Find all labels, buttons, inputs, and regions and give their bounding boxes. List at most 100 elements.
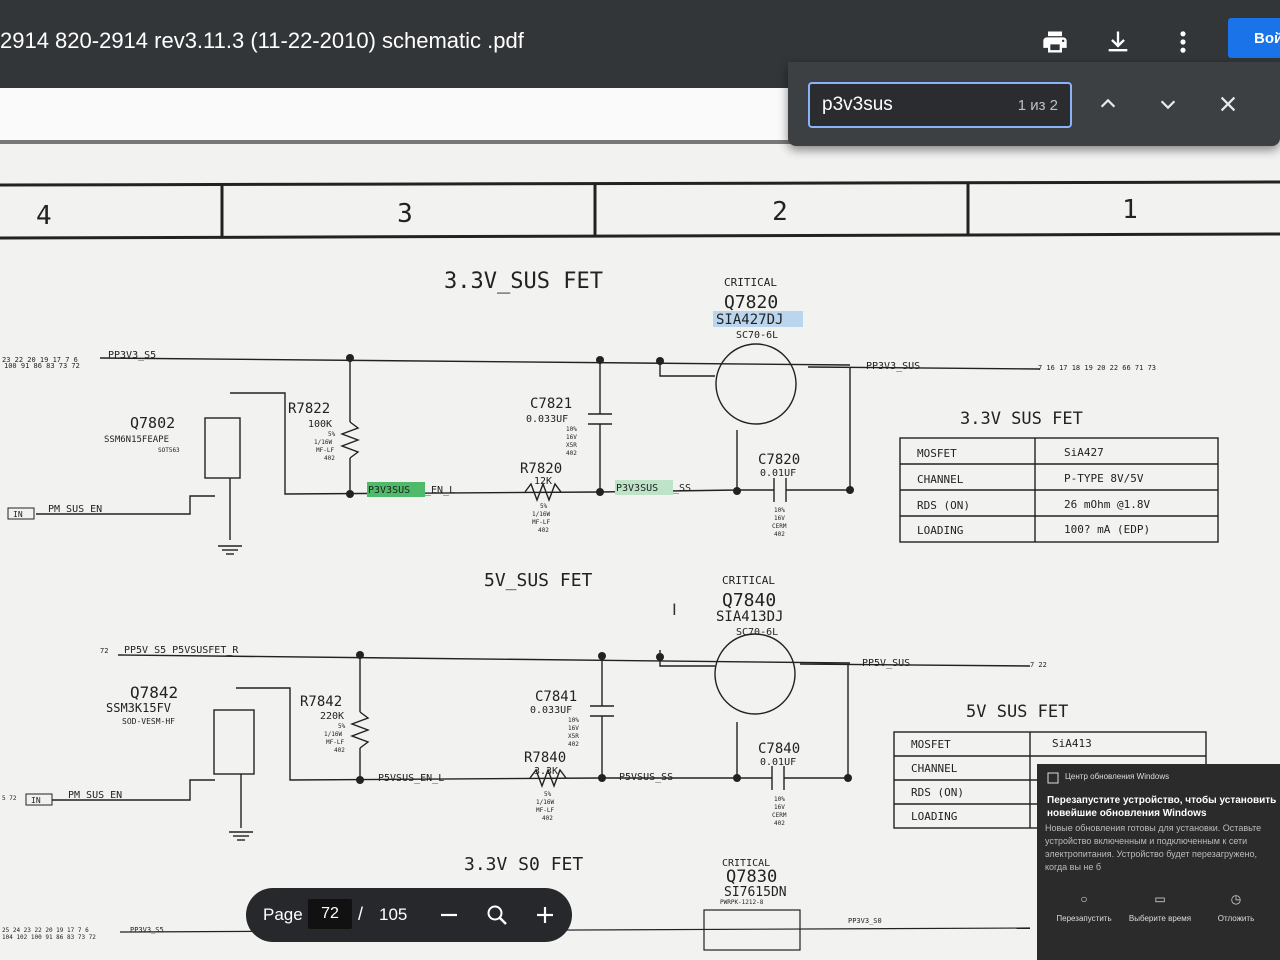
page-total: 105 [379,905,408,924]
q7820-ref: Q7820 [724,292,778,313]
table-cell: 26 mOhm @1.8V [1064,498,1150,511]
net-p5vsus-ss: P5VSUS_SS [619,772,673,783]
detail: 402 [334,747,345,754]
snooze-button[interactable]: ◷Отложить [1197,892,1275,923]
detail: 16V [774,804,785,811]
net-pp3v3-s0: PP3V3_S0 [848,917,882,925]
s0-title: 3.3V S0 FET [464,854,583,875]
net-pins: 7 16 17 18 19 20 22 66 71 73 [1038,364,1156,372]
download-icon[interactable] [1098,24,1138,60]
choose-time-label: Выберите время [1128,914,1192,923]
net-pp3v3-sus: PP3V3_SUS [866,361,920,372]
c7820-ref: C7820 [758,452,800,468]
windows-update-notification[interactable]: Центр обновления Windows Перезапустите у… [1037,764,1280,960]
r7840-ref: R7840 [524,750,566,766]
more-menu-icon[interactable] [1163,24,1203,60]
net-p3v3sus-en-suffix: _EN_L [425,485,455,496]
q7842-ref: Q7842 [130,683,178,702]
q7840-ref: Q7840 [722,590,776,611]
detail: 10% [568,717,579,724]
zoom-out-button[interactable] [434,900,464,930]
detail: CERM [772,523,787,530]
detail: X5R [566,442,577,449]
net-p3v3sus-en-highlight: P3V3SUS [368,485,410,496]
sus33-title: 3.3V_SUS FET [444,269,603,294]
notification-title: Перезапустите устройство, чтобы установи… [1047,795,1277,819]
text-cursor-icon: I [672,600,677,619]
zoom-fit-icon[interactable] [482,900,512,930]
detail: 402 [774,531,785,538]
document-title: 2914 820-2914 rev3.11.3 (11-22-2010) sch… [0,28,524,53]
q7802-part: SSM6N15FEAPE [104,435,169,445]
c7821-value: 0.033UF [526,414,568,425]
q7840-package: SC70-6L [736,627,778,638]
r7820-value: 12K [534,476,552,487]
net-pins: 23 22 20 19 17 7 6 [2,356,78,364]
page-top-strip [0,88,800,144]
zone-frame [0,180,1280,240]
detail: 402 [324,455,335,462]
restart-button[interactable]: ○Перезапустить [1045,892,1123,923]
c7841-ref: C7841 [535,689,577,705]
r7822-value: 100K [308,419,332,430]
table-cell: 100? mA (EDP) [1064,523,1150,536]
detail: 1/16W [314,439,332,446]
close-find-button[interactable] [1208,84,1248,124]
find-query: p3v3sus [822,94,893,115]
r7820-ref: R7820 [520,461,562,477]
table-cell: LOADING [911,810,957,823]
net-p3v3sus-ss-highlight: P3V3SUS [616,483,658,494]
detail: 10% [774,796,785,803]
net-pins: 25 24 23 22 20 19 17 7 6 [2,927,89,934]
detail: 16V [568,725,579,732]
sign-in-button[interactable]: Вой [1228,18,1280,58]
table-cell: LOADING [917,524,963,537]
sus5-title: 5V_SUS FET [484,570,593,591]
zone-label: 3 [397,199,413,229]
net-pins: 100 91 86 83 73 72 [4,362,80,370]
find-input[interactable]: p3v3sus 1 из 2 [808,82,1072,128]
detail: 402 [774,820,785,827]
notification-source: Центр обновления Windows [1065,772,1170,781]
r7840-value: 3.3K [534,766,558,777]
detail: 402 [566,450,577,457]
c7840-value: 0.01UF [760,757,796,768]
calendar-icon: ▭ [1154,892,1166,906]
detail: MF-LF [316,447,334,454]
q7830-package: PWRPK-1212-8 [720,899,764,906]
detail: MF-LF [326,739,344,746]
q7820-part: SIA427DJ [716,312,783,328]
input-flag [7,507,35,520]
find-bar: p3v3sus 1 из 2 [788,62,1280,146]
table-cell: SiA427 [1064,446,1104,459]
detail: 5% [540,503,548,510]
r7822-ref: R7822 [288,401,330,417]
detail: 10% [774,507,785,514]
net-pins: 104 102 100 91 86 83 73 72 [2,934,96,941]
r7842-ref: R7842 [300,694,342,710]
net-pins: 5 72 [2,795,17,802]
next-match-button[interactable] [1148,84,1188,124]
notification-icon [1047,772,1059,784]
detail: 5% [328,431,336,438]
detail: 5% [338,723,346,730]
choose-time-button[interactable]: ▭ Выберите время [1121,892,1199,923]
search-highlight-current [367,482,425,497]
detail: 402 [568,741,579,748]
table-cell: CHANNEL [911,762,958,775]
c7841-value: 0.033UF [530,705,572,716]
zoom-in-button[interactable] [530,900,560,930]
c7840-ref: C7840 [758,741,800,757]
zone-label: 2 [772,197,788,227]
detail: 402 [542,815,553,822]
sus5-table-title: 5V SUS FET [966,702,1068,722]
search-highlight [713,311,803,327]
print-icon[interactable] [1035,24,1075,60]
net-pins: 7 22 [1030,661,1047,669]
q7840-part: SIA413DJ [716,609,783,625]
input-flag-label: IN [13,510,23,519]
previous-match-button[interactable] [1088,84,1128,124]
schematic-drawing: 4 3 2 1 3.3V_SUS FET CRITICAL Q7 [0,180,1280,951]
page-number-input[interactable]: 72 [308,899,352,929]
critical-label: CRITICAL [724,276,777,289]
